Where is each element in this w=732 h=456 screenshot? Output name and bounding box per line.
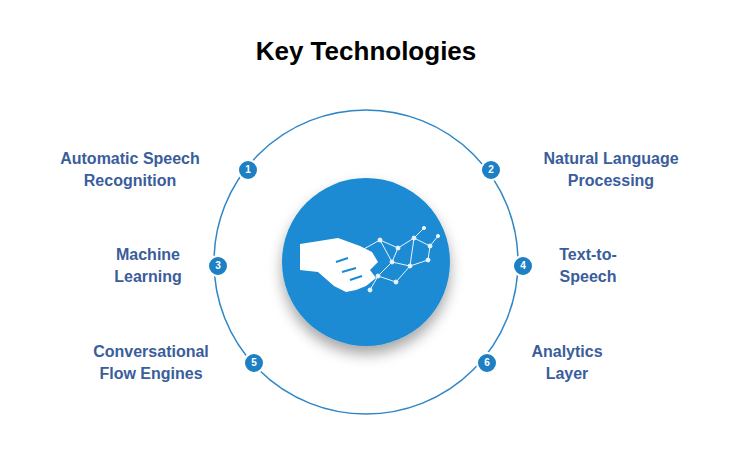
handshake-icon [300,226,440,292]
callout-number: 4 [514,257,532,275]
numbered-circle: Conversational Flow Engines5 [243,352,265,374]
numbered-circle: Machine Learning3 [207,255,229,277]
numbered-circle: Analytics Layer6 [476,352,498,374]
diagram-title: Key Technologies [0,36,732,67]
technology-label: Analytics Layer [521,341,613,385]
numbered-circle: Automatic Speech Recognition1 [237,159,259,181]
technology-label: Automatic Speech Recognition [45,148,215,192]
technology-label: Machine Learning [102,244,194,288]
callout-number: 3 [209,257,227,275]
numbered-circle: Natural Language Processing2 [480,159,502,181]
center-circle [282,178,450,346]
callout-number: 6 [478,354,496,372]
technology-label: Natural Language Processing [531,148,691,192]
technology-label: Text-to- Speech [550,244,626,288]
numbered-circle: Text-to- Speech4 [512,255,534,277]
callout-number: 2 [482,161,500,179]
callout-number: 1 [239,161,257,179]
outer-ring [214,110,518,414]
technology-label: Conversational Flow Engines [80,341,222,385]
callout-number: 5 [245,354,263,372]
